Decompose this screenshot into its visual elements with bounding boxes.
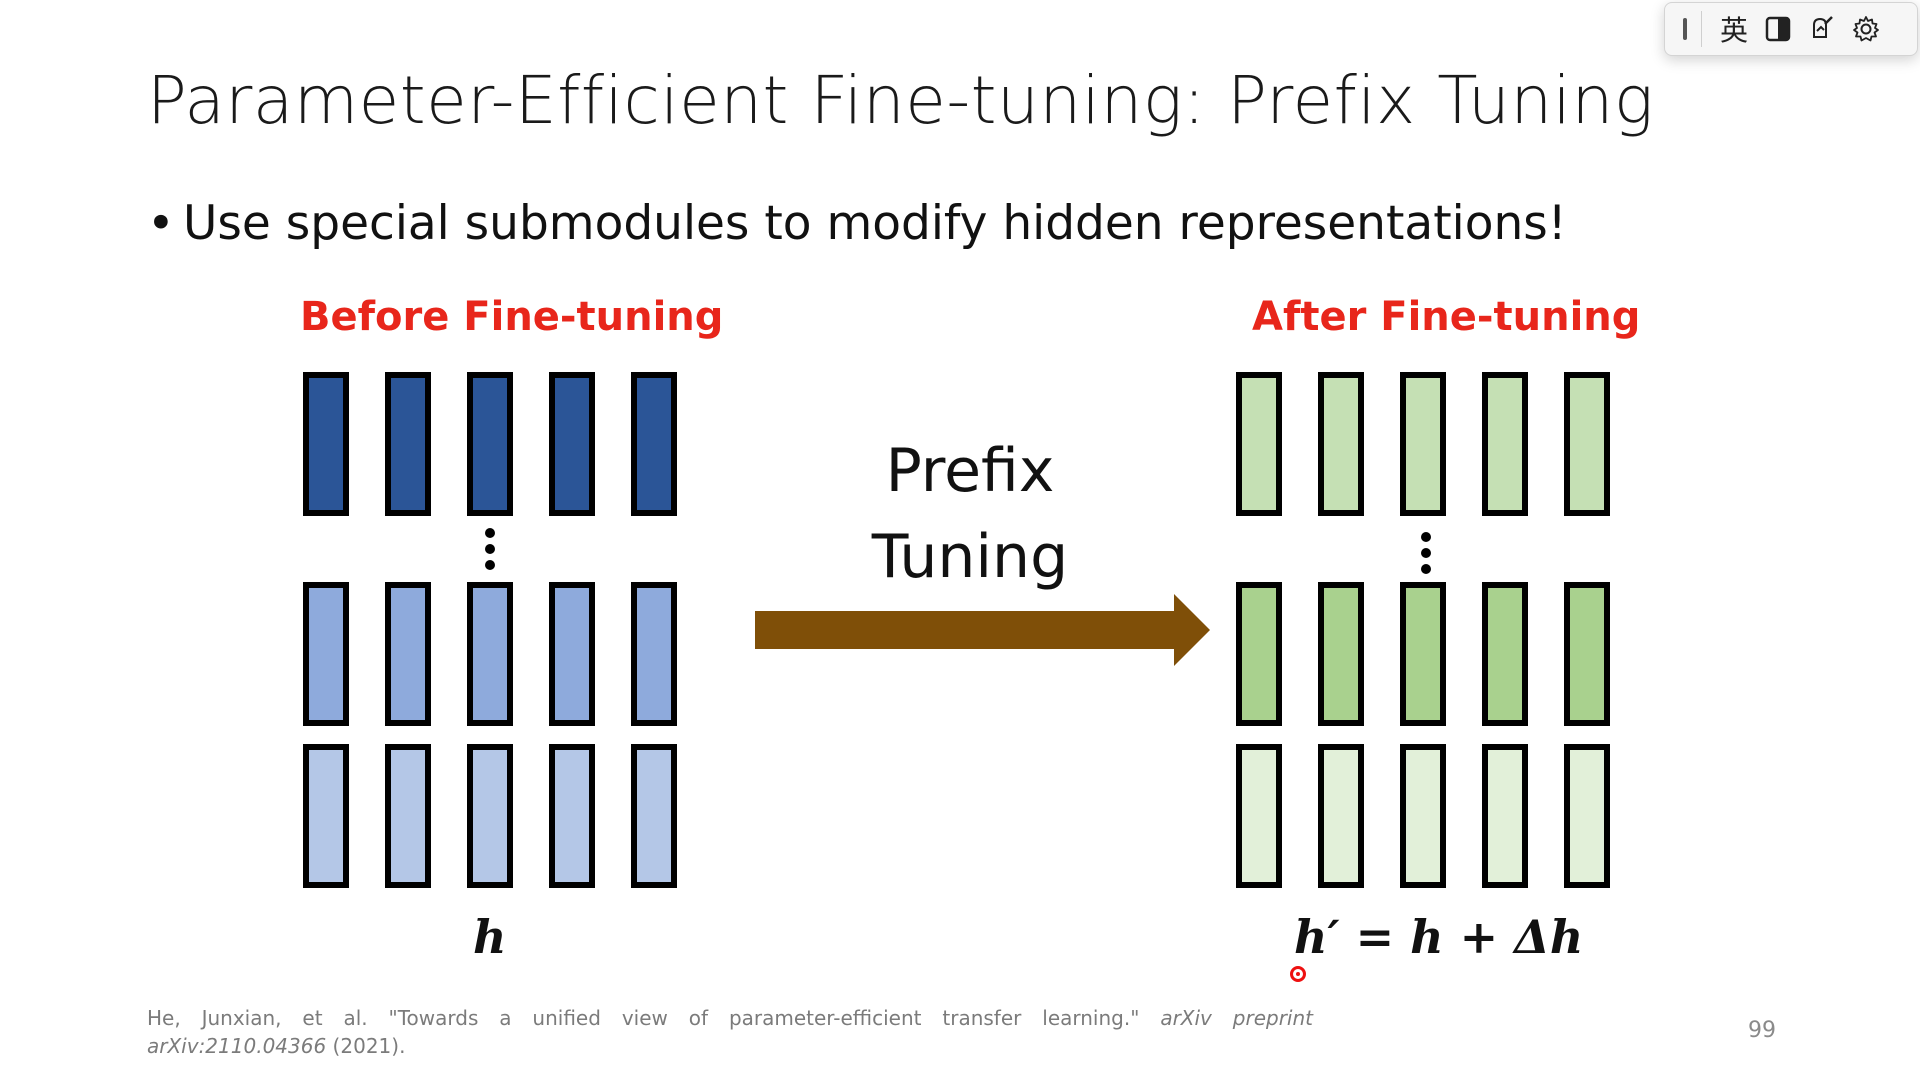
page-number: 99 — [1748, 1018, 1776, 1043]
ellipsis-dot — [1421, 548, 1431, 558]
ellipsis-dot — [1421, 564, 1431, 574]
half-width-icon — [1765, 16, 1791, 42]
before-block-row1-col1 — [303, 372, 349, 516]
after-block-row2-col3 — [1400, 582, 1446, 726]
after-block-row3-col3 — [1400, 744, 1446, 888]
toolbar-drag-handle[interactable] — [1683, 18, 1687, 40]
after-block-group — [1236, 372, 1610, 888]
before-block-row3-col3 — [467, 744, 513, 888]
before-block-row1-col3 — [467, 372, 513, 516]
slide-title: Parameter-Efficient Fine-tuning: Prefix … — [147, 62, 1654, 139]
after-block-row1-col2 — [1318, 372, 1364, 516]
before-block-row3-col4 — [549, 744, 595, 888]
before-block-row2-col1 — [303, 582, 349, 726]
after-block-row1-col1 — [1236, 372, 1282, 516]
before-block-row2-col2 — [385, 582, 431, 726]
laser-pointer-cursor — [1290, 966, 1306, 982]
before-finetuning-label: Before Fine-tuning — [300, 294, 724, 340]
prefix-tuning-arrow — [755, 594, 1210, 666]
language-mode-button[interactable]: 英 — [1719, 14, 1748, 47]
half-width-button[interactable] — [1756, 7, 1800, 51]
after-block-row2-col1 — [1236, 582, 1282, 726]
hidden-state-before: h — [473, 910, 507, 964]
after-block-row2-col5 — [1564, 582, 1610, 726]
arrow-label-prefix: Prefix — [885, 436, 1055, 506]
before-block-row2-col3 — [467, 582, 513, 726]
after-block-row3-col5 — [1564, 744, 1610, 888]
gear-icon — [1853, 16, 1879, 42]
before-block-row1-col2 — [385, 372, 431, 516]
ime-toolbar[interactable]: 英 — [1664, 2, 1918, 56]
bullet-text: Use special submodules to modify hidden … — [183, 196, 1567, 251]
settings-button[interactable] — [1844, 7, 1888, 51]
bullet-item: •Use special submodules to modify hidden… — [147, 196, 1567, 251]
citation-line-1: He, Junxian, et al. "Towards a unified v… — [147, 1004, 1313, 1032]
after-block-row3-col4 — [1482, 744, 1528, 888]
before-block-row3-col1 — [303, 744, 349, 888]
before-block-row3-col5 — [631, 744, 677, 888]
citation-venue: arXiv preprint — [1160, 1006, 1313, 1030]
after-block-row1-col4 — [1482, 372, 1528, 516]
bullet-marker: • — [147, 196, 175, 251]
handwriting-button[interactable] — [1800, 7, 1844, 51]
ellipsis-dot — [485, 560, 495, 570]
after-block-row1-col5 — [1564, 372, 1610, 516]
before-block-row1-col5 — [631, 372, 677, 516]
citation-authors-title: He, Junxian, et al. "Towards a unified v… — [147, 1006, 1161, 1030]
ellipsis-dot — [485, 528, 495, 538]
before-block-group — [303, 372, 677, 888]
hidden-state-after-equation: h′ = h + Δh — [1294, 910, 1584, 964]
before-block-row2-col5 — [631, 582, 677, 726]
citation-line-2: arXiv:2110.04366 (2021). — [147, 1032, 405, 1060]
after-finetuning-label: After Fine-tuning — [1252, 294, 1641, 340]
after-block-row3-col2 — [1318, 744, 1364, 888]
after-block-row2-col4 — [1482, 582, 1528, 726]
ellipsis-dot — [485, 544, 495, 554]
before-ellipsis — [485, 528, 495, 570]
citation-arxiv-id: arXiv:2110.04366 — [147, 1034, 327, 1058]
citation-year: (2021). — [326, 1034, 406, 1058]
before-block-row2-col4 — [549, 582, 595, 726]
after-ellipsis — [1421, 532, 1431, 574]
arrow-label-tuning: Tuning — [871, 522, 1069, 592]
ellipsis-dot — [1421, 532, 1431, 542]
before-block-row1-col4 — [549, 372, 595, 516]
toolbar-divider — [1701, 11, 1702, 47]
after-block-row3-col1 — [1236, 744, 1282, 888]
after-block-row2-col2 — [1318, 582, 1364, 726]
handwriting-pen-icon — [1813, 16, 1833, 38]
before-block-row3-col2 — [385, 744, 431, 888]
after-block-row1-col3 — [1400, 372, 1446, 516]
